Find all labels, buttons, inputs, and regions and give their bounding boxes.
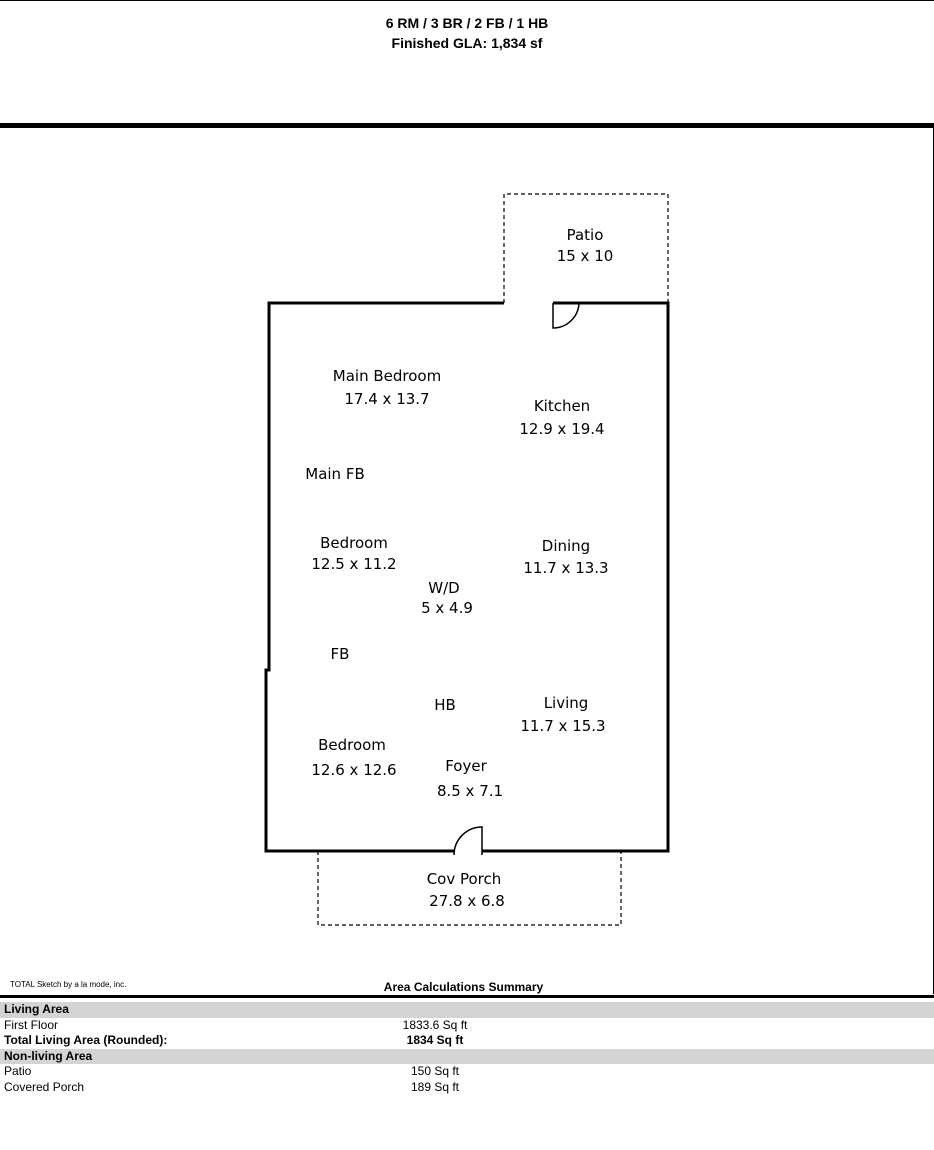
sketch-header: 6 RM / 3 BR / 2 FB / 1 HB Finished GLA: … bbox=[0, 13, 934, 53]
living-name: Living bbox=[544, 694, 589, 712]
patio-outline bbox=[503, 193, 669, 303]
foyer-dims: 8.5 x 7.1 bbox=[437, 782, 503, 800]
kitchen-name: Kitchen bbox=[534, 397, 590, 415]
bedroom-2-name: Bedroom bbox=[318, 736, 386, 754]
total-living-area-row: Total Living Area (Rounded): 1834 Sq ft bbox=[0, 1033, 934, 1049]
cov-porch-outline bbox=[317, 851, 622, 926]
foyer-name: Foyer bbox=[445, 757, 487, 775]
dining-name: Dining bbox=[542, 537, 590, 555]
bedroom-1-name: Bedroom bbox=[320, 534, 388, 552]
rear-door bbox=[552, 301, 580, 329]
living-area-header-row: Living Area bbox=[0, 1002, 934, 1018]
total-living-area-label: Total Living Area (Rounded): bbox=[4, 1033, 168, 1047]
main-fb-name: Main FB bbox=[305, 465, 365, 483]
main-bedroom-dims: 17.4 x 13.7 bbox=[344, 390, 429, 408]
summary-divider bbox=[0, 995, 934, 998]
first-floor-row: First Floor 1833.6 Sq ft bbox=[0, 1018, 934, 1034]
living-area-label: Living Area bbox=[4, 1002, 69, 1016]
patio-name: Patio bbox=[567, 226, 604, 244]
first-floor-value: 1833.6 Sq ft bbox=[402, 1017, 468, 1032]
patio-dims: 15 x 10 bbox=[557, 247, 614, 265]
hb-name: HB bbox=[434, 696, 456, 714]
floor-plan: Patio 15 x 10 Main Bedroom 17.4 x 13.7 K… bbox=[264, 193, 670, 926]
non-living-area-header-row: Non-living Area bbox=[0, 1048, 934, 1064]
bedroom-2-dims: 12.6 x 12.6 bbox=[311, 761, 396, 779]
area-calculations-table: Living Area First Floor 1833.6 Sq ft Tot… bbox=[0, 1002, 934, 1095]
cov-porch-name: Cov Porch bbox=[427, 870, 502, 888]
covered-porch-value: 189 Sq ft bbox=[410, 1079, 460, 1094]
exterior-wall-outline bbox=[264, 301, 670, 853]
cov-porch-dims: 27.8 x 6.8 bbox=[429, 892, 505, 910]
total-living-area-value: 1834 Sq ft bbox=[406, 1033, 464, 1047]
room-count-summary: 6 RM / 3 BR / 2 FB / 1 HB bbox=[385, 15, 549, 31]
main-bedroom-name: Main Bedroom bbox=[333, 367, 441, 385]
first-floor-label: First Floor bbox=[4, 1017, 58, 1032]
wd-dims: 5 x 4.9 bbox=[421, 599, 473, 617]
living-dims: 11.7 x 15.3 bbox=[520, 717, 605, 735]
kitchen-dims: 12.9 x 19.4 bbox=[519, 420, 604, 438]
covered-porch-label: Covered Porch bbox=[4, 1079, 85, 1094]
front-door bbox=[453, 826, 483, 856]
covered-porch-row: Covered Porch 189 Sq ft bbox=[0, 1080, 934, 1096]
patio-row: Patio 150 Sq ft bbox=[0, 1064, 934, 1080]
fb-name: FB bbox=[331, 645, 350, 663]
dining-dims: 11.7 x 13.3 bbox=[523, 559, 608, 577]
top-border bbox=[0, 0, 934, 1]
software-credit: TOTAL Sketch by a la mode, inc. bbox=[10, 980, 127, 989]
non-living-area-label: Non-living Area bbox=[4, 1048, 93, 1063]
patio-area-label: Patio bbox=[4, 1064, 32, 1078]
wd-name: W/D bbox=[428, 579, 459, 597]
header-divider bbox=[0, 123, 934, 128]
area-summary-title: Area Calculations Summary bbox=[383, 980, 544, 994]
patio-area-value: 150 Sq ft bbox=[410, 1064, 460, 1078]
bedroom-1-dims: 12.5 x 11.2 bbox=[311, 555, 396, 573]
finished-gla: Finished GLA: 1,834 sf bbox=[391, 35, 543, 51]
